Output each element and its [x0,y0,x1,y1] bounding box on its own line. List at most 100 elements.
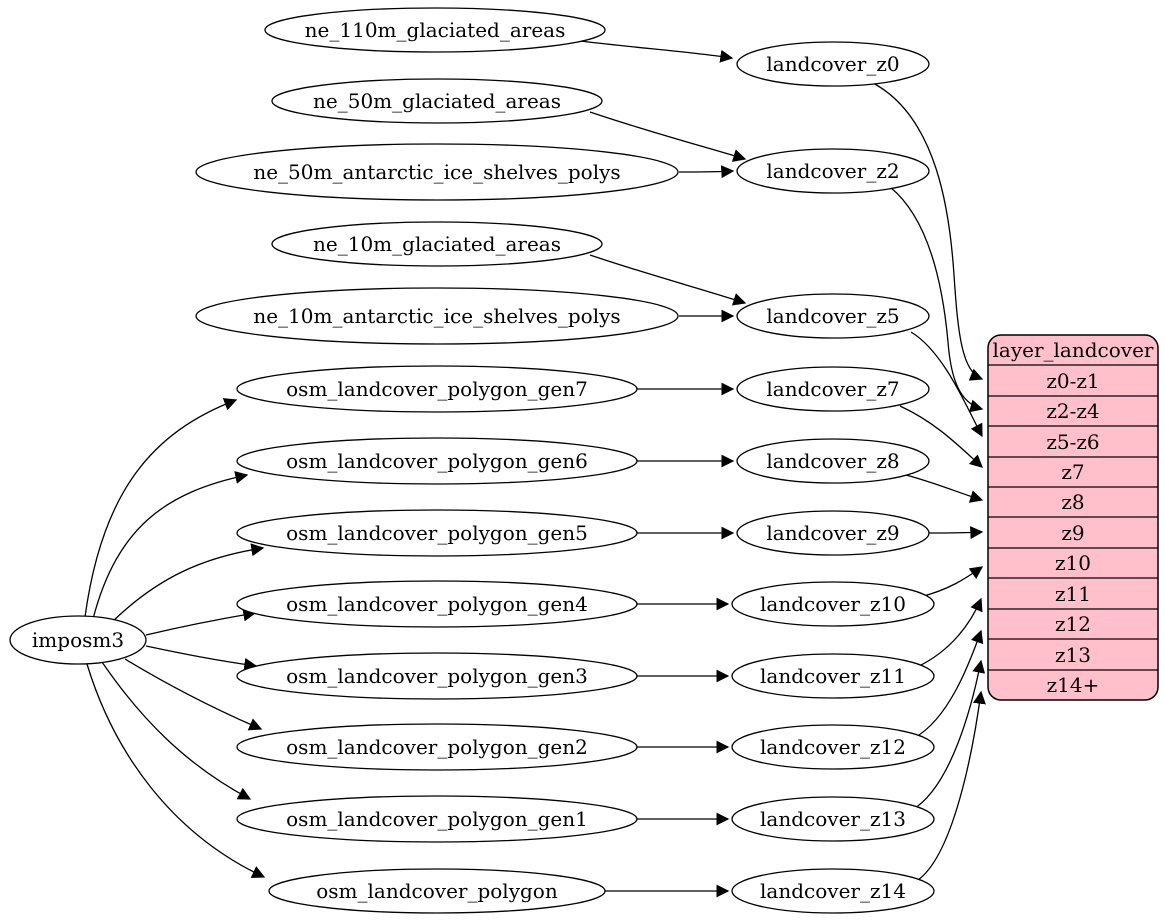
table-row-z12: z12 [1055,612,1091,636]
node-ne-10m-glaciated-areas: ne_10m_glaciated_areas [271,221,603,267]
node-landcover-z11-shape [731,653,935,699]
node-ne-10m-glaciated-areas-shape [271,221,603,267]
node-ne-10m-glaciated-areas-label: ne_10m_glaciated_areas [313,232,561,256]
node-landcover-z13: landcover_z13 [731,796,935,842]
node-landcover-z13-shape [731,796,935,842]
node-ne-10m-antarctic-ice-shelves-polys: ne_10m_antarctic_ice_shelves_polys [195,287,679,345]
node-osm-landcover-polygon-gen7: osm_landcover_polygon_gen7 [236,365,638,413]
edge-z11-to-row-z11 [916,597,983,668]
node-landcover-z5-shape [736,293,930,339]
node-osm-landcover-polygon-label: osm_landcover_polygon [316,879,558,903]
edge-imposm3-to-gen2 [124,658,263,731]
node-osm-landcover-polygon-gen7-label: osm_landcover_polygon_gen7 [286,377,588,401]
edge-z7-to-row-z7 [899,405,983,468]
node-landcover-z5: landcover_z5 [736,293,930,339]
edge-z5-to-row-z5-z6 [910,331,983,438]
node-ne-50m-glaciated-areas: ne_50m_glaciated_areas [271,78,603,124]
node-osm-landcover-polygon: osm_landcover_polygon [268,868,606,914]
layer-landcover-table: layer_landcover z0-z1 z2-z4 z5-z6 z7 z8 … [987,334,1159,701]
node-landcover-z9: landcover_z9 [736,510,930,556]
node-osm-landcover-polygon-gen1-label: osm_landcover_polygon_gen1 [286,807,588,831]
edges-layer [84,40,986,898]
node-landcover-z0-shape [736,41,930,87]
table-row-z10: z10 [1055,551,1091,575]
edge-z9-to-row-z9 [928,526,984,540]
node-osm-landcover-polygon-shape [268,868,606,914]
node-landcover-z9-shape [736,510,930,556]
edge-z13-to-row-z13 [911,659,986,811]
edge-z14-to-row-z14plus [914,690,986,883]
node-landcover-z7: landcover_z7 [736,366,930,412]
edge-imposm3-to-gen4 [145,608,257,636]
node-landcover-z7-label: landcover_z7 [766,377,899,401]
edge-ne50m-antarctic-to-z2 [678,165,735,179]
node-osm-landcover-polygon-gen1: osm_landcover_polygon_gen1 [236,795,638,843]
table-row-z5-z6: z5-z6 [1046,430,1099,454]
node-landcover-z2: landcover_z2 [736,148,930,194]
table-row-z2-z4: z2-z4 [1046,399,1099,423]
node-landcover-z12-shape [731,724,935,770]
node-landcover-z14-label: landcover_z14 [760,879,906,903]
node-landcover-z10: landcover_z10 [731,581,935,627]
node-osm-landcover-polygon-gen3-shape [236,652,638,700]
nodes-layer: imposm3 ne_110m_glaciated_areas ne_50m_g… [9,7,935,914]
edge-z2-to-row-z2-z4 [889,186,984,413]
edge-imposm3-to-gen7 [84,398,238,618]
node-osm-landcover-polygon-gen6: osm_landcover_polygon_gen6 [236,437,638,485]
node-osm-landcover-polygon-gen2: osm_landcover_polygon_gen2 [236,723,638,771]
node-landcover-z2-shape [736,148,930,194]
node-osm-landcover-polygon-gen6-label: osm_landcover_polygon_gen6 [286,449,588,473]
edge-imposm3-to-gen3 [145,645,258,671]
node-landcover-z5-label: landcover_z5 [766,304,899,328]
node-ne-50m-antarctic-ice-shelves-polys: ne_50m_antarctic_ice_shelves_polys [195,143,679,201]
edge-ne110m-glaciated-to-z0 [579,40,734,63]
table-row-z14plus: z14+ [1047,673,1100,697]
node-landcover-z11-label: landcover_z11 [760,664,906,688]
node-osm-landcover-polygon-gen2-shape [236,723,638,771]
node-osm-landcover-polygon-gen4-shape [236,580,638,628]
node-landcover-z12: landcover_z12 [731,724,935,770]
node-ne-10m-antarctic-ice-shelves-polys-label: ne_10m_antarctic_ice_shelves_polys [253,304,620,328]
node-landcover-z2-label: landcover_z2 [766,159,899,183]
node-osm-landcover-polygon-gen1-shape [236,795,638,843]
node-ne-110m-glaciated-areas-shape [264,7,606,53]
node-imposm3-label: imposm3 [32,628,124,652]
node-landcover-z0-label: landcover_z0 [766,52,899,76]
node-osm-landcover-polygon-gen5-label: osm_landcover_polygon_gen5 [286,521,588,545]
node-landcover-z14: landcover_z14 [731,868,935,914]
table-row-z0-z1: z0-z1 [1046,369,1099,393]
node-imposm3-shape [9,615,147,665]
edge-imposm3-to-gen6 [92,471,249,620]
node-osm-landcover-polygon-gen3: osm_landcover_polygon_gen3 [236,652,638,700]
node-imposm3: imposm3 [9,615,147,665]
node-osm-landcover-polygon-gen4: osm_landcover_polygon_gen4 [236,580,638,628]
edge-ne50m-glaciated-to-z2 [589,111,747,162]
node-landcover-z8: landcover_z8 [736,438,930,484]
edge-imposm3-to-polygon [86,663,266,878]
edge-z10-to-row-z10 [919,566,984,598]
node-landcover-z13-label: landcover_z13 [760,807,906,831]
edge-z12-to-row-z12 [913,629,984,739]
node-ne-110m-glaciated-areas: ne_110m_glaciated_areas [264,7,606,53]
table-row-z9: z9 [1061,521,1084,545]
node-landcover-z0: landcover_z0 [736,41,930,87]
edge-imposm3-to-gen5 [110,543,265,624]
node-ne-50m-glaciated-areas-label: ne_50m_glaciated_areas [313,89,561,113]
edge-z8-to-row-z8 [905,474,984,503]
node-landcover-z9-label: landcover_z9 [766,521,899,545]
node-ne-110m-glaciated-areas-label: ne_110m_glaciated_areas [305,18,566,42]
node-osm-landcover-polygon-gen6-shape [236,437,638,485]
node-landcover-z8-label: landcover_z8 [766,449,899,473]
node-ne-50m-antarctic-ice-shelves-polys-label: ne_50m_antarctic_ice_shelves_polys [253,160,620,184]
layer-landcover-table-title: layer_landcover [993,338,1154,362]
edge-z0-to-row-z0-z1 [872,82,984,381]
node-osm-landcover-polygon-gen7-shape [236,365,638,413]
node-landcover-z10-label: landcover_z10 [760,592,906,616]
edge-ne10m-glaciated-to-z5 [589,254,747,306]
table-row-z11: z11 [1055,582,1091,606]
node-landcover-z8-shape [736,438,930,484]
node-osm-landcover-polygon-gen2-label: osm_landcover_polygon_gen2 [286,735,588,759]
node-ne-10m-antarctic-ice-shelves-polys-shape [195,287,679,345]
